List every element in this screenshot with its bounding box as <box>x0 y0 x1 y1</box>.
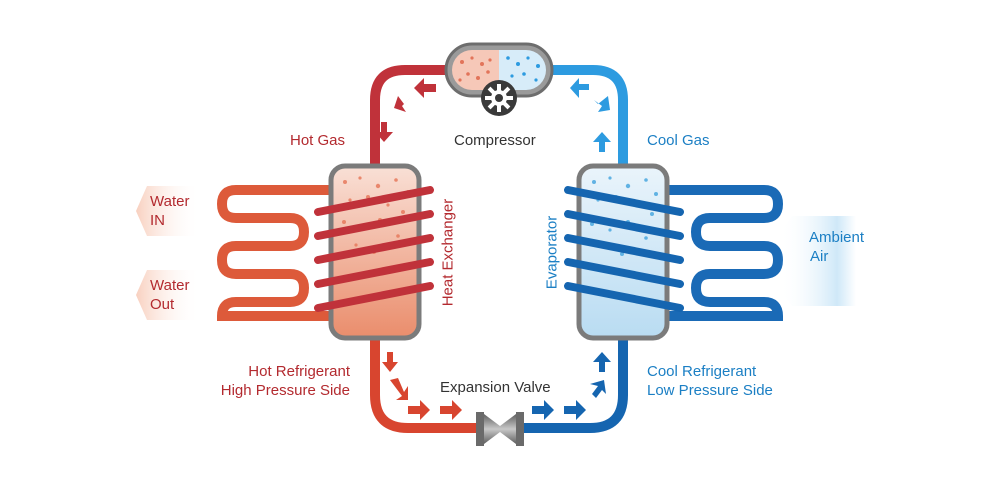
expansion-valve-label: Expansion Valve <box>440 379 551 396</box>
evaporator <box>564 163 684 341</box>
evaporator-label: Evaporator <box>543 215 561 290</box>
water-in-label: Water IN <box>150 193 190 229</box>
arrow-icon <box>390 378 408 400</box>
cool-gas-label: Cool Gas <box>647 132 710 149</box>
water-markers <box>136 186 200 320</box>
gear-icon <box>481 80 517 116</box>
cool-refrigerant-label: Cool Refrigerant Low Pressure Side <box>647 363 773 399</box>
water-in-marker <box>136 186 200 236</box>
cool-liquid-pipe <box>515 333 628 433</box>
hot-liquid-pipe <box>370 333 485 433</box>
heat-exchanger-coils <box>314 186 434 312</box>
arrow-icon <box>593 352 611 372</box>
hot-gas-label: Hot Gas <box>290 132 346 149</box>
evaporator-coils <box>564 186 684 312</box>
arrow-icon <box>375 122 393 142</box>
arrow-icon <box>570 78 589 98</box>
compressor-label: Compressor <box>454 132 536 149</box>
flow-arrows <box>375 78 611 420</box>
arrow-icon <box>408 400 430 420</box>
arrow-icon <box>532 400 554 420</box>
arrow-icon <box>440 400 462 420</box>
cool-gas-pipe <box>547 65 628 173</box>
refrigerant-loop <box>370 65 628 433</box>
hot-refrigerant-label: Hot Refrigerant High Pressure Side <box>220 363 350 399</box>
arrow-icon <box>382 352 398 372</box>
arrow-icon <box>564 400 586 420</box>
arrow-icon <box>593 132 611 152</box>
water-out-label: Water Out <box>150 277 190 313</box>
arrow-icon <box>590 380 606 398</box>
arrow-icon <box>594 96 610 112</box>
ambient-air-label: Ambient Air <box>809 229 865 265</box>
heat-exchanger <box>314 163 434 341</box>
water-out-marker <box>136 270 200 320</box>
arrow-icon <box>414 78 436 98</box>
ambient-air-marker <box>780 216 856 306</box>
arrow-icon <box>394 96 410 112</box>
expansion-valve-icon <box>476 412 524 446</box>
heat-exchanger-label: Heat Exchanger <box>439 198 457 307</box>
compressor <box>444 42 554 116</box>
hot-gas-pipe <box>370 65 453 173</box>
air-coil <box>663 185 784 322</box>
water-coil <box>216 185 335 322</box>
